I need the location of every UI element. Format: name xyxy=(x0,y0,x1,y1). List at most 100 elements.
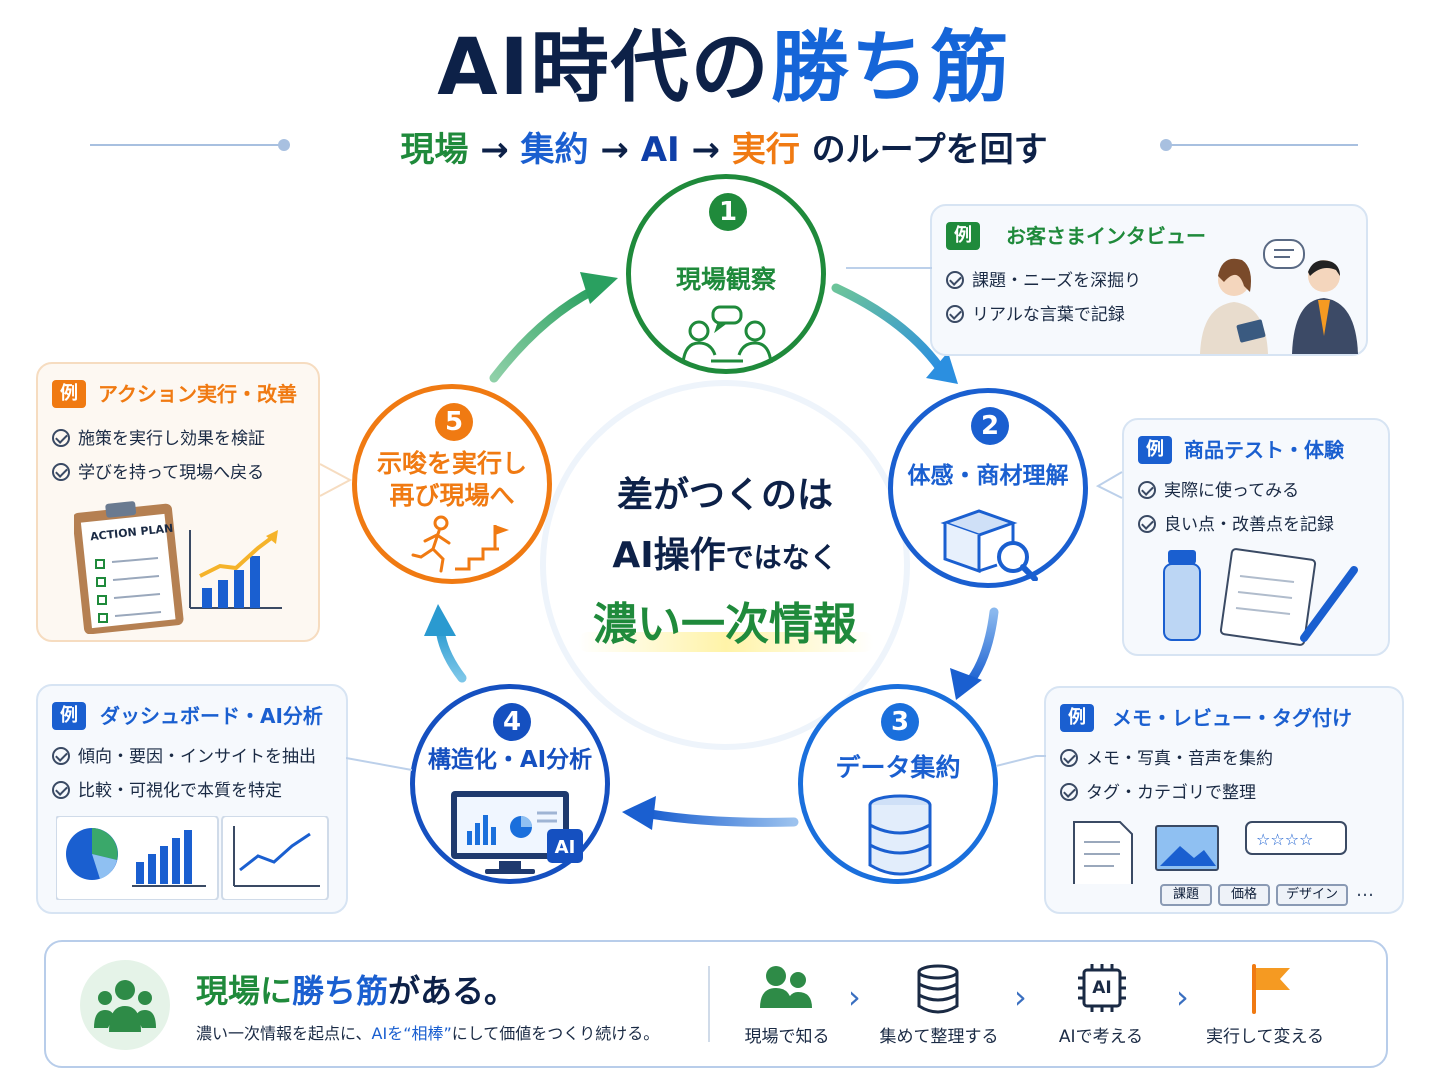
bottom-title-b: 勝ち筋 xyxy=(292,972,389,1010)
card-item-text: 施策を実行し効果を検証 xyxy=(78,429,265,449)
bottom-title-c: がある。 xyxy=(388,972,517,1010)
subtitle-arrow: → xyxy=(588,130,641,170)
arrow-1-to-2 xyxy=(831,283,945,373)
flow-step-label: AIで考える xyxy=(1058,1027,1144,1047)
step-2-number: 2 xyxy=(971,407,1009,445)
arrow-2-to-3-head xyxy=(950,668,982,700)
bottom-subtitle: 濃い一次情報を起点に、AIを“相棒”にして価値をつくり続ける。 xyxy=(196,1020,659,1044)
card-item-text: リアルな言葉で記録 xyxy=(972,305,1125,325)
bottom-summary-bar xyxy=(44,940,1388,1068)
tag-chip: 課題 xyxy=(1160,884,1212,906)
title-prefix: AI時代の xyxy=(437,23,771,113)
growth-chart-icon xyxy=(189,530,282,609)
example-tag: 例 xyxy=(52,702,86,730)
tag-chip: 価格 xyxy=(1218,884,1270,906)
step-3-circle: 3 データ集約 xyxy=(798,684,998,884)
subtitle-line-left xyxy=(90,144,282,146)
card-title: お客さまインタビュー xyxy=(1006,224,1206,248)
step-4-number: 4 xyxy=(493,703,531,741)
subtitle-dot-left xyxy=(278,139,290,151)
subtitle-step-shuyaku: 集約 xyxy=(520,130,589,170)
step-4-circle: 4 構造化・AI分析 AI xyxy=(410,684,610,884)
card-item: 課題・ニーズを深掘り xyxy=(946,268,1141,294)
center-dewanaku: ではなく xyxy=(725,541,838,574)
card-title: アクション実行・改善 xyxy=(98,382,297,406)
example-tag: 例 xyxy=(1060,704,1094,732)
step-3-number: 3 xyxy=(881,703,919,741)
card-item-text: タグ・カテゴリで整理 xyxy=(1086,783,1256,803)
monitor-ai-badge-text: AI xyxy=(554,837,576,858)
page-title: AI時代の勝ち筋 xyxy=(0,18,1448,118)
bottom-sub-b: AIを“相棒” xyxy=(371,1024,452,1043)
dashboard-charts-illustration xyxy=(56,816,329,900)
example-tag: 例 xyxy=(1138,436,1172,464)
step-1-label: 現場観察 xyxy=(675,265,776,294)
ai-monitor-icon xyxy=(451,791,583,874)
chevron-right-icon: › xyxy=(1014,978,1027,1016)
subtitle-step-genba: 現場 xyxy=(400,130,469,170)
example-card-interview: 例 お客さまインタビュー 課題・ニーズを深掘り リアルな言葉で記録 xyxy=(930,204,1368,356)
flow-step-label: 実行して変える xyxy=(1206,1027,1324,1047)
center-highlight xyxy=(578,632,874,652)
center-circle xyxy=(540,380,910,750)
arrow-4-to-5-head xyxy=(424,604,456,636)
step-1-number: 1 xyxy=(709,193,747,231)
bottom-sub-a: 濃い一次情報を起点に、 xyxy=(196,1024,372,1043)
team-icon xyxy=(760,966,812,1008)
center-line-2: AI操作ではなく xyxy=(540,526,910,578)
database-icon xyxy=(917,964,959,1014)
subtitle: 現場 → 集約 → AI → 実行 のループを回す xyxy=(0,126,1448,174)
example-card-action: 例 アクション実行・改善 施策を実行し効果を検証 学びを持って現場へ戻る ACT… xyxy=(36,362,320,642)
step-2-circle: 2 体感・商材理解 xyxy=(888,388,1088,588)
card-item-text: メモ・写真・音声を集約 xyxy=(1086,749,1273,769)
chevron-right-icon: › xyxy=(1176,978,1189,1016)
title-highlight: 勝ち筋 xyxy=(770,23,1011,113)
connector-card-interview xyxy=(846,267,932,269)
bottom-sub-c: にして価値をつくり続ける。 xyxy=(451,1024,660,1043)
subtitle-arrow: → xyxy=(468,130,521,170)
card-item-text: 比較・可視化で本質を特定 xyxy=(78,781,282,801)
arrow-3-to-4 xyxy=(645,809,799,827)
connector-card-memo xyxy=(996,755,1046,767)
check-icon xyxy=(946,305,964,323)
card-item: 実際に使ってみる xyxy=(1138,478,1299,504)
more-ellipsis: … xyxy=(1356,880,1374,901)
example-card-memo: 例 メモ・レビュー・タグ付け メモ・写真・音声を集約 タグ・カテゴリで整理 ☆☆… xyxy=(1044,686,1404,914)
runner-flag-icon xyxy=(411,515,509,573)
check-icon xyxy=(1138,515,1156,533)
svg-text:☆☆☆☆: ☆☆☆☆ xyxy=(1256,830,1313,849)
card-item: 施策を実行し効果を検証 xyxy=(52,426,265,452)
card-title: メモ・レビュー・タグ付け xyxy=(1112,706,1352,730)
arrow-5-to-1-head xyxy=(580,272,618,304)
interview-people-illustration xyxy=(1200,239,1358,354)
chevron-right-icon: › xyxy=(848,978,861,1016)
check-icon xyxy=(52,747,70,765)
connector-card-dashboard xyxy=(346,757,412,771)
connector-card-action xyxy=(319,463,353,497)
step-3-label: データ集約 xyxy=(835,753,961,782)
bottom-divider xyxy=(708,966,710,1042)
ai-chip-text: AI xyxy=(1092,978,1112,998)
check-icon xyxy=(52,781,70,799)
ai-chip-icon xyxy=(1078,964,1126,1012)
card-title: ダッシュボード・AI分析 xyxy=(100,704,323,728)
card-item: 傾向・要因・インサイトを抽出 xyxy=(52,744,316,770)
card-item: タグ・カテゴリで整理 xyxy=(1060,780,1256,806)
card-item-text: 実際に使ってみる xyxy=(1164,481,1300,501)
team-icon xyxy=(94,980,156,1032)
subtitle-rest: のループを回す xyxy=(799,130,1048,170)
step-5-number: 5 xyxy=(435,403,473,441)
card-item-text: 課題・ニーズを深掘り xyxy=(972,271,1142,291)
card-item-text: 傾向・要因・インサイトを抽出 xyxy=(78,747,316,767)
step-5-label-line-2: 再び現場へ xyxy=(389,481,515,510)
step-5-circle: 5 示唆を実行し 再び現場へ xyxy=(352,384,552,584)
memo-media-illustration: ☆☆☆☆ xyxy=(1073,821,1347,884)
check-icon xyxy=(1060,749,1078,767)
example-card-product: 例 商品テスト・体験 実際に使ってみる 良い点・改善点を記録 xyxy=(1122,418,1390,656)
bottle-notebook-illustration xyxy=(1163,548,1358,646)
check-icon xyxy=(52,429,70,447)
card-item: 比較・可視化で本質を特定 xyxy=(52,778,282,804)
arrow-3-to-4-head xyxy=(622,796,656,830)
tag-chip: デザイン xyxy=(1276,884,1348,906)
